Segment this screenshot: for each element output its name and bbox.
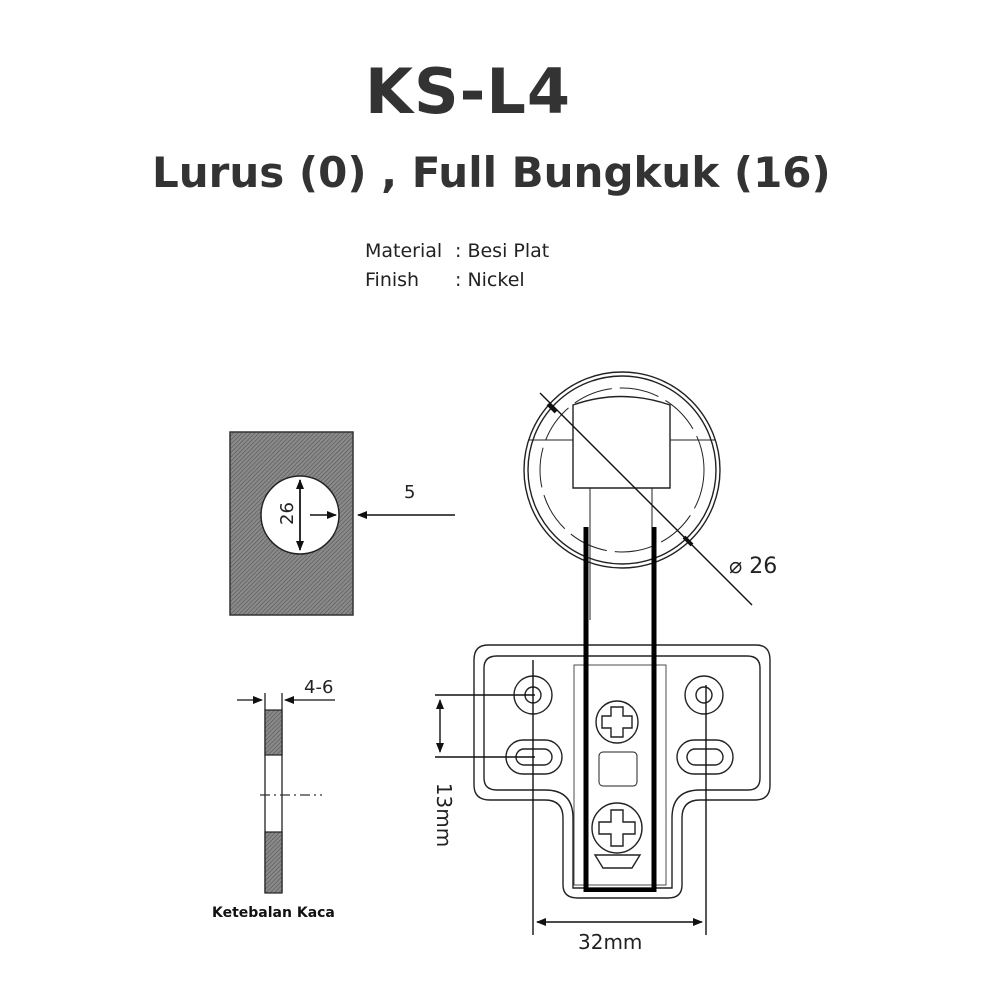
spec-finish-label: Finish [365,269,420,291]
glass-caption: Ketebalan Kaca [212,905,335,921]
hole-diameter-label: 26 [276,502,298,525]
spec-material: Material : Besi Plat [365,240,549,262]
hinge-drawing [473,371,771,899]
spec-material-label: Material [365,240,443,262]
hole-spacing-label: 32mm [578,930,643,954]
cup-diameter-label: ⌀ 26 [729,554,778,579]
spec-finish-value: : Nickel [455,269,525,291]
glass-thickness-label: 4-6 [304,677,334,698]
glass-section [237,693,335,894]
dimension-lines [435,392,753,935]
model-title: KS-L4 [364,55,572,128]
spec-finish: Finish : Nickel [365,269,525,291]
hole-offset-label: 13mm [432,782,457,848]
spec-material-value: : Besi Plat [455,240,550,262]
variant-subtitle: Lurus (0) , Full Bungkuk (16) [152,148,831,197]
edge-distance-label: 5 [404,482,416,503]
drilling-plate [229,431,455,616]
